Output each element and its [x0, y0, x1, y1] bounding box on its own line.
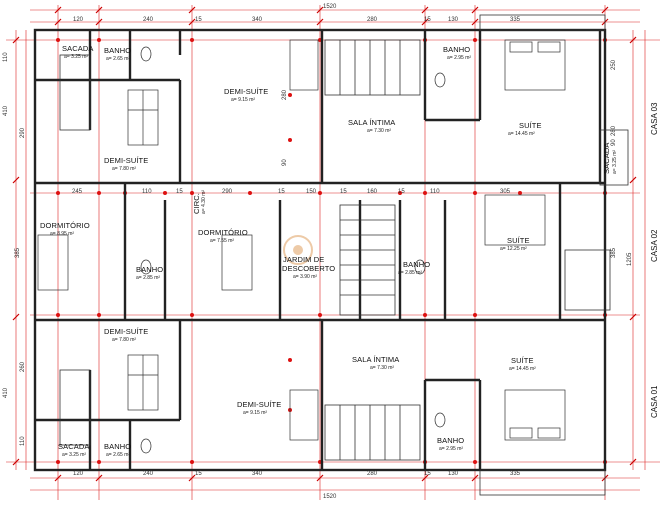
dim-bottom-335: 335: [510, 471, 521, 477]
casa1-sala-name: SALA ÍNTIMA: [352, 355, 400, 364]
casa3-sala-area: a= 7.30 m²: [367, 128, 392, 134]
balcony-outline: [59, 14, 629, 496]
dim-top-340: 340: [252, 17, 263, 23]
toilets: [140, 46, 446, 454]
dim-left-260: 260: [20, 361, 26, 372]
casa3-banho2-area: a= 2.95 m²: [447, 55, 472, 61]
casa2-jardim-name2: DESCOBERTO: [282, 264, 336, 273]
dim-mid-15b: 15: [278, 189, 285, 195]
dim-mid-110b: 110: [430, 189, 440, 195]
dim-right-280: 280: [611, 125, 617, 136]
casa2-banho1-name: BANHO: [136, 265, 164, 274]
dim-bottom-280: 280: [367, 471, 378, 477]
casa1-banho2-area: a= 2.95 m²: [439, 446, 464, 452]
watermark-logo: [283, 235, 313, 265]
dim-right-90: 90: [611, 139, 617, 146]
dim-inner-90: 90: [282, 159, 288, 166]
dim-top-120: 120: [73, 17, 84, 23]
dim-bottom-130: 130: [448, 471, 459, 477]
dim-bottom-total: 1520: [323, 494, 337, 500]
casa1-suite-area: a= 14.45 m²: [509, 366, 536, 372]
dim-top-15b: 15: [424, 17, 431, 23]
casa1-banho2-name: BANHO: [437, 436, 465, 445]
dim-top-130: 130: [448, 17, 459, 23]
casa2-suite-area: a= 12.25 m²: [500, 246, 527, 252]
dim-left-410a: 410: [3, 105, 9, 116]
casa2-dorm1-area: a= 8.95 m²: [50, 231, 75, 237]
casa2-circ-name: CIRC.: [192, 193, 201, 214]
dim-mid-290: 290: [222, 189, 233, 195]
casa3-demi1-area: a= 9.15 m²: [231, 97, 256, 103]
walls: [33, 28, 607, 472]
dim-right-1205: 1205: [627, 252, 633, 266]
casa3-sacada2-area: a= 3.25 m²: [612, 149, 618, 174]
dim-bottom-340: 340: [252, 471, 263, 477]
casa-02-label: CASA 02: [650, 229, 659, 262]
dim-top-240: 240: [143, 17, 154, 23]
casa3-sacada-area: a= 3.25 m²: [64, 54, 89, 60]
dimension-ticks: [12, 6, 637, 482]
dim-mid-15a: 15: [176, 189, 183, 195]
casa2-dorm1-name: DORMITÓRIO: [40, 221, 90, 230]
dim-left-410b: 410: [3, 387, 9, 398]
casa3-suite-name: SUÍTE: [519, 121, 542, 130]
dim-top-total: 1520: [323, 4, 337, 10]
dim-top-280: 280: [367, 17, 378, 23]
casa1-demi1-area: a= 9.15 m²: [243, 410, 268, 416]
stairs: [324, 39, 421, 461]
casa1-demi2-name: DEMI-SUÍTE: [104, 327, 149, 336]
dim-left-290: 290: [20, 127, 26, 138]
casa3-sacada-name: SACADA: [62, 44, 94, 53]
dim-bottom-120: 120: [73, 471, 84, 477]
casa3-demi2-area: a= 7.80 m²: [112, 166, 137, 172]
dim-left-385: 385: [15, 247, 21, 258]
casa3-suite-area: a= 14.45 m²: [508, 131, 535, 137]
casa2-circ-area: a= 4.30 m²: [201, 189, 207, 214]
casa3-banho1-name: BANHO: [104, 46, 132, 55]
dim-mid-15d: 15: [398, 189, 405, 195]
dim-mid-245: 245: [72, 189, 83, 195]
casa1-sacada-area: a= 3.25 m²: [62, 452, 87, 458]
casa1-banho1-name: BANHO: [104, 442, 132, 451]
casa2-banho2-area: a= 2.85 m²: [398, 270, 423, 276]
casa2-suite-name: SUÍTE: [507, 236, 530, 245]
casa2-jardim-area: a= 3.90 m²: [293, 274, 318, 280]
casa2-banho2-name: BANHO: [403, 260, 431, 269]
dim-left-110b: 110: [20, 436, 26, 446]
casa3-sala-name: SALA ÍNTIMA: [348, 118, 396, 127]
casa2-dorm2-area: a= 7.55 m²: [210, 238, 235, 244]
dim-left-110a: 110: [3, 52, 9, 62]
dim-mid-110a: 110: [142, 189, 152, 195]
dim-top-15a: 15: [195, 17, 202, 23]
dim-right-385: 385: [611, 247, 617, 258]
casa3-banho2-name: BANHO: [443, 45, 471, 54]
dim-mid-150: 150: [306, 189, 317, 195]
casa3-banho1-area: a= 2.65 m²: [106, 56, 131, 62]
casa3-sacada2-name: SACADA: [602, 142, 611, 174]
casa2-jardim-name1: JARDIM DE: [283, 255, 325, 264]
beds: [37, 39, 566, 441]
casa1-sala-area: a= 7.30 m²: [370, 365, 395, 371]
dim-top-335: 335: [510, 17, 521, 23]
casa1-demi1-name: DEMI-SUÍTE: [237, 400, 282, 409]
casa-03-label: CASA 03: [650, 102, 659, 135]
casa1-demi2-area: a= 7.80 m²: [112, 337, 137, 343]
dim-mid-305: 305: [500, 189, 511, 195]
casa1-sacada-name: SACADA: [58, 442, 90, 451]
dim-inner-280: 280: [282, 89, 288, 100]
dim-bottom-240: 240: [143, 471, 154, 477]
casa3-demi2-name: DEMI-SUÍTE: [104, 156, 149, 165]
dim-bottom-15a: 15: [195, 471, 202, 477]
dim-mid-160: 160: [367, 189, 378, 195]
casa3-demi1-name: DEMI-SUÍTE: [224, 87, 269, 96]
dim-mid-15c: 15: [340, 189, 347, 195]
dim-right-250: 250: [611, 59, 617, 70]
casa2-banho1-area: a= 2.85 m²: [136, 275, 161, 281]
casa2-dorm2-name: DORMITÓRIO: [198, 228, 248, 237]
casa1-suite-name: SUÍTE: [511, 356, 534, 365]
casa-01-label: CASA 01: [650, 385, 659, 418]
casa1-banho1-area: a= 2.65 m²: [106, 452, 131, 458]
dim-bottom-15b: 15: [424, 471, 431, 477]
